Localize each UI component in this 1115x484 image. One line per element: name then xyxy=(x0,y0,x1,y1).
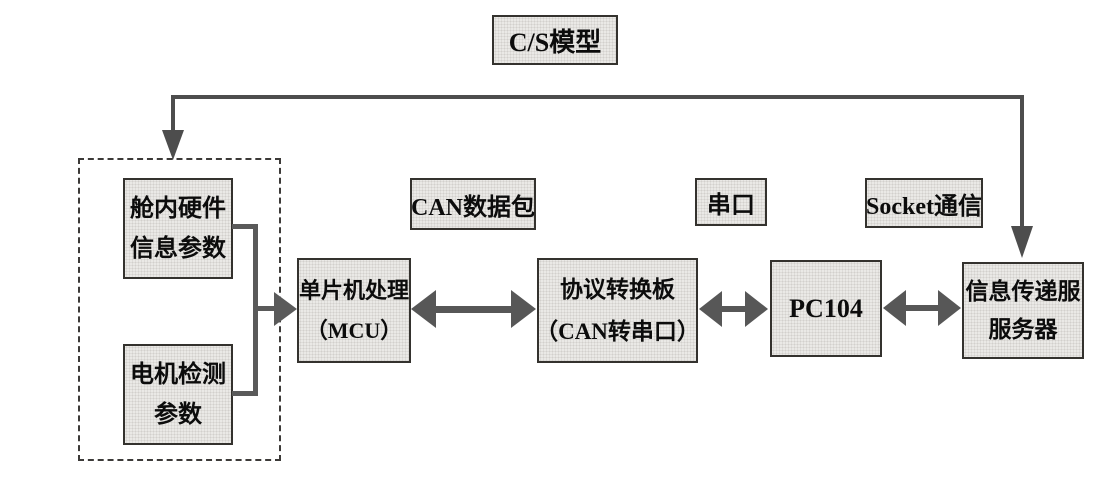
double-arrow-mcu-converter-left-head xyxy=(411,290,436,328)
node-mcu-line1: 单片机处理 xyxy=(299,277,410,303)
down-arrowhead-icon-right xyxy=(1011,226,1033,258)
merged-connector-to-mcu-line xyxy=(253,306,277,311)
node-protocol-converter-line2: （CAN转串口） xyxy=(535,318,700,344)
link-label-socket-communication-text: Socket通信 xyxy=(866,193,982,220)
down-arrowhead-icon-left xyxy=(162,130,184,160)
double-arrow-converter-pc104-right-head xyxy=(745,291,768,327)
cs-link-horizontal-line xyxy=(171,95,1024,99)
node-motor-detection-params: 电机检测 参数 xyxy=(123,344,233,445)
node-protocol-converter: 协议转换板 （CAN转串口） xyxy=(535,258,700,363)
node-cs-model-label: C/S模型 xyxy=(508,27,602,57)
node-motor-detection-params-line1: 电机检测 xyxy=(130,361,226,388)
node-cabin-hardware-params-line1: 舱内硬件 xyxy=(130,195,226,222)
cs-link-right-vertical-line xyxy=(1020,95,1024,226)
node-info-transfer-server-line1: 信息传递服 xyxy=(965,278,1081,304)
link-label-socket-communication: Socket通信 xyxy=(865,178,983,228)
node-info-transfer-server: 信息传递服 服务器 xyxy=(962,262,1084,359)
right-arrowhead-icon-to-mcu xyxy=(274,292,297,326)
double-arrow-converter-pc104-shaft xyxy=(720,306,748,312)
link-label-can-packet-text: CAN数据包 xyxy=(411,194,535,221)
node-motor-detection-params-line2: 参数 xyxy=(154,401,202,428)
double-arrow-pc104-server-left-head xyxy=(883,290,906,326)
cabin-params-connector-line xyxy=(232,224,258,229)
node-mcu-line2: （MCU） xyxy=(305,317,403,343)
double-arrow-pc104-server-right-head xyxy=(938,290,961,326)
node-pc104: PC104 xyxy=(770,260,882,357)
double-arrow-converter-pc104-left-head xyxy=(699,291,722,327)
node-cabin-hardware-params-line2: 信息参数 xyxy=(130,235,226,262)
motor-params-connector-line xyxy=(232,391,258,396)
double-arrow-mcu-converter-right-head xyxy=(511,290,536,328)
link-label-can-packet: CAN数据包 xyxy=(410,178,536,230)
node-cs-model: C/S模型 xyxy=(492,15,618,65)
cs-link-left-vertical-line xyxy=(171,95,175,131)
node-pc104-label: PC104 xyxy=(789,293,863,323)
double-arrow-mcu-converter-shaft xyxy=(434,306,513,313)
node-info-transfer-server-line2: 服务器 xyxy=(988,316,1058,342)
link-label-serial-port: 串口 xyxy=(695,178,767,226)
node-protocol-converter-line1: 协议转换板 xyxy=(560,276,675,302)
link-label-serial-port-text: 串口 xyxy=(707,192,755,219)
double-arrow-pc104-server-shaft xyxy=(904,305,940,311)
node-mcu: 单片机处理 （MCU） xyxy=(297,258,411,363)
node-cabin-hardware-params: 舱内硬件 信息参数 xyxy=(123,178,233,279)
